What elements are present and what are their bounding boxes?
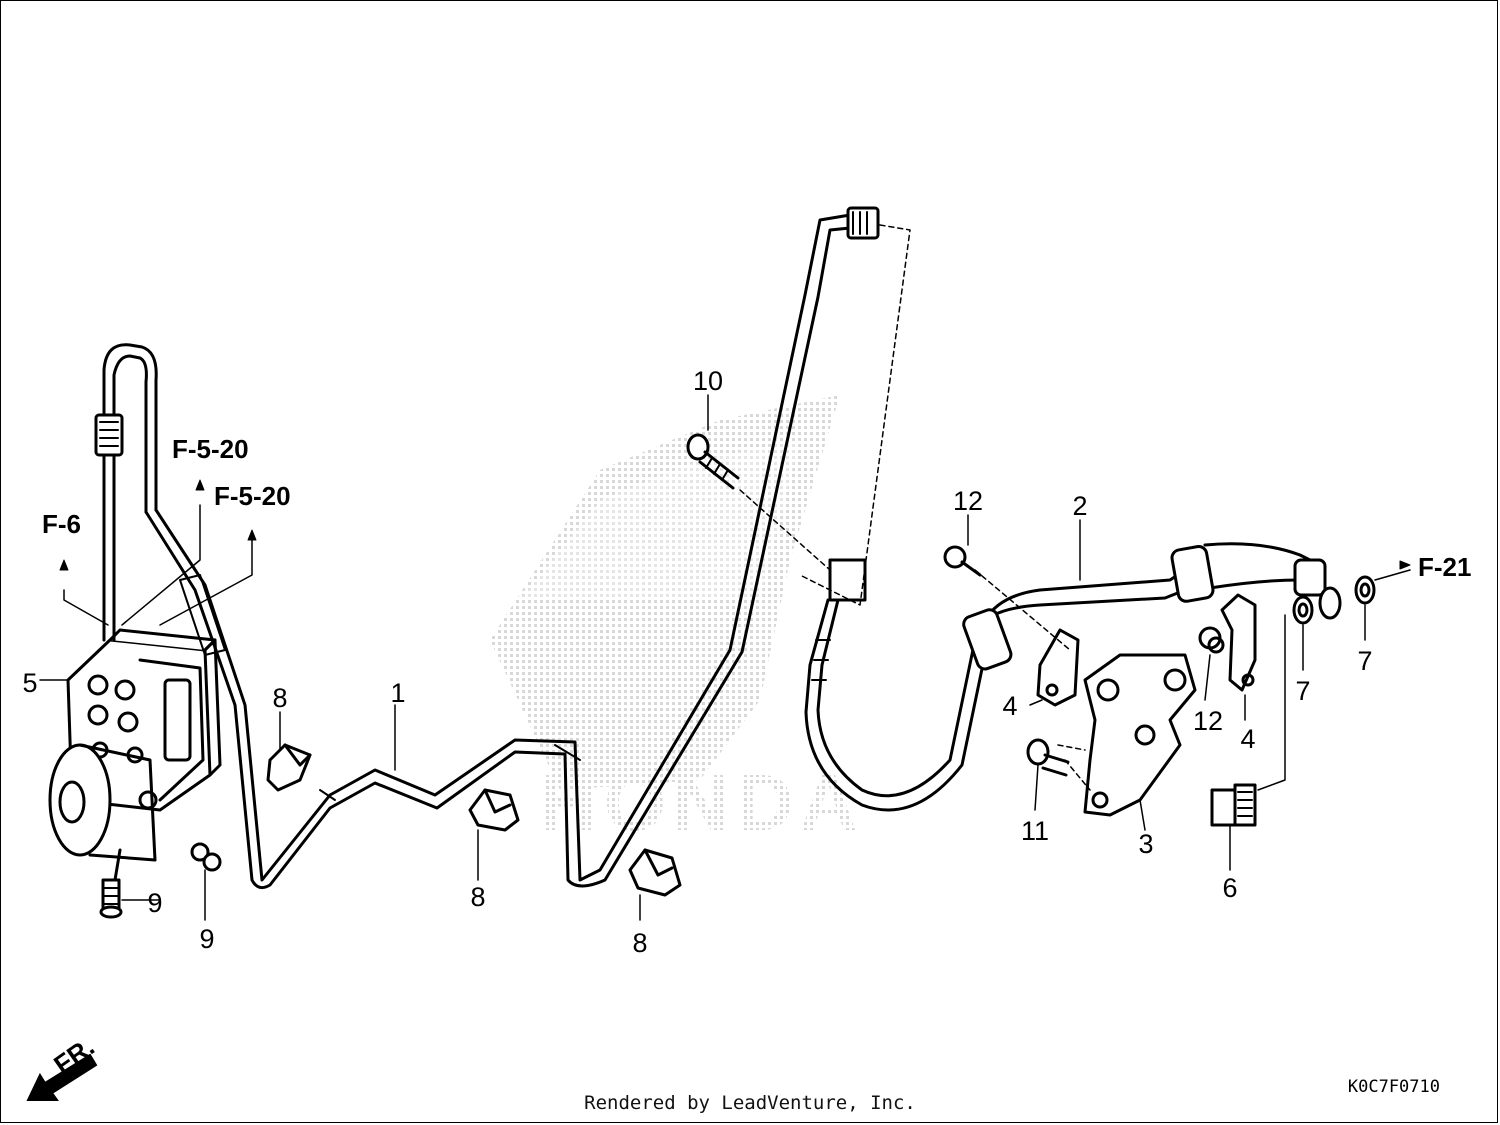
callout-12a[interactable]: 12 (953, 486, 983, 516)
ref-f520-lower[interactable]: F-5-20 (214, 481, 291, 511)
pipe-clamp-8b[interactable] (468, 788, 520, 832)
callout-5[interactable]: 5 (22, 668, 37, 698)
bolt-9a[interactable] (99, 878, 123, 919)
hose-clip-4b[interactable] (1220, 593, 1257, 692)
abs-modulator[interactable] (48, 628, 222, 882)
watermark-logo: HONDA (490, 395, 863, 847)
hose-clip-4a[interactable] (1036, 628, 1080, 707)
callout-9b[interactable]: 9 (199, 924, 214, 954)
ref-f21[interactable]: F-21 (1418, 552, 1471, 582)
callout-7b[interactable]: 7 (1357, 646, 1372, 676)
svg-text:HONDA: HONDA (540, 758, 863, 847)
callout-6[interactable]: 6 (1222, 873, 1237, 903)
diagram-code: K0C7F0710 (1348, 1077, 1440, 1097)
callout-11[interactable]: 11 (1021, 816, 1049, 846)
callout-9a[interactable]: 9 (147, 888, 162, 918)
bolt-12a[interactable] (943, 545, 982, 577)
leader-lines (39, 224, 1411, 921)
callout-12b[interactable]: 12 (1193, 706, 1223, 736)
front-direction-arrow: FR. (26, 1031, 100, 1101)
callout-7a[interactable]: 7 (1295, 676, 1310, 706)
callout-8b[interactable]: 8 (470, 882, 485, 912)
ref-f6[interactable]: F-6 (42, 509, 81, 539)
pipe-clamp-8c[interactable] (628, 848, 682, 897)
callout-8c[interactable]: 8 (632, 928, 647, 958)
callout-4b[interactable]: 4 (1240, 724, 1255, 754)
callout-4a[interactable]: 4 (1002, 691, 1017, 721)
brake-hose-2[interactable] (804, 542, 1327, 812)
callout-2[interactable]: 2 (1072, 491, 1087, 521)
callout-10[interactable]: 10 (693, 366, 723, 396)
callout-3[interactable]: 3 (1138, 829, 1153, 859)
upper-brake-pipe[interactable] (94, 343, 158, 642)
bolt-10[interactable] (686, 433, 740, 490)
ref-f520-upper[interactable]: F-5-20 (172, 434, 249, 464)
sealing-washer-7b[interactable] (1354, 575, 1376, 605)
callout-1[interactable]: 1 (390, 678, 405, 708)
bolt-12b[interactable] (1198, 626, 1225, 654)
banjo-bolt-6[interactable] (1210, 783, 1257, 827)
brake-pipe-1[interactable] (144, 206, 880, 890)
bolt-11[interactable] (1026, 738, 1070, 777)
hose-bracket-3[interactable] (1083, 653, 1197, 817)
credit-text: Rendered by LeadVenture, Inc. (584, 1092, 916, 1114)
pipe-clamp-8a[interactable] (266, 743, 312, 792)
sealing-washer-7a[interactable] (1292, 595, 1314, 625)
direction-label: FR. (48, 1031, 100, 1080)
callout-8a[interactable]: 8 (272, 683, 287, 713)
bolt-9b[interactable] (190, 842, 222, 872)
